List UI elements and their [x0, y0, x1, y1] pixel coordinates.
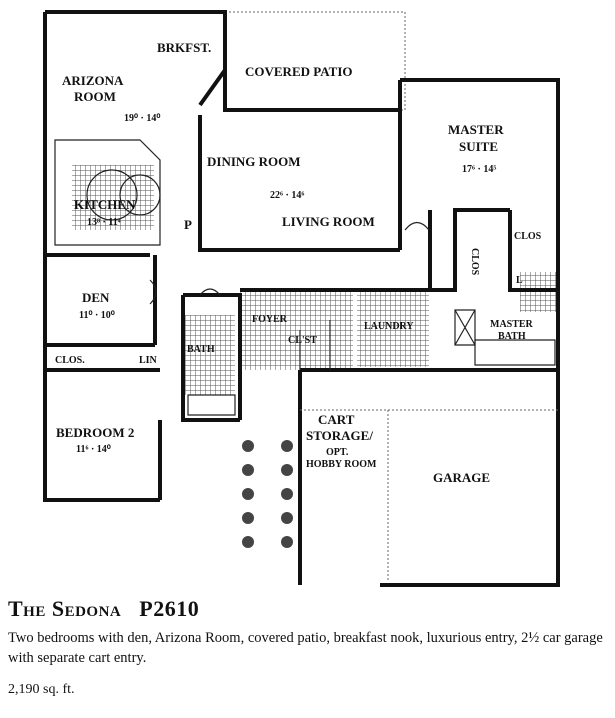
- plan-name: The Sedona: [8, 596, 122, 621]
- label-bath: BATH: [187, 344, 215, 355]
- label-brkfst: BRKFST.: [157, 40, 211, 55]
- label-covered-patio: COVERED PATIO: [245, 64, 353, 79]
- kitchen-floor: [72, 165, 154, 230]
- foyer-floor: [238, 292, 353, 370]
- label-linen: LIN: [139, 355, 158, 366]
- label-cart-storage-2: STORAGE/: [306, 428, 373, 443]
- label-dining-room: DINING ROOM: [207, 154, 301, 169]
- label-walk-closet: CLOS: [469, 248, 480, 276]
- plan-number: P2610: [139, 596, 200, 621]
- label-wc: L: [516, 275, 523, 286]
- label-foyer: FOYER: [252, 314, 288, 325]
- plan-square-footage: 2,190 sq. ft.: [8, 682, 75, 697]
- label-hall-closet: CLOS.: [55, 355, 85, 366]
- dim-dining-living: 22⁶ · 14⁶: [270, 190, 304, 201]
- floor-plan: BRKFST. COVERED PATIO ARIZONA ROOM 19⁰ ·…: [43, 10, 560, 587]
- label-bedroom-2: BEDROOM 2: [56, 425, 134, 440]
- covered-patio-area: [224, 11, 406, 111]
- walls: [43, 10, 560, 587]
- dim-bedroom-2: 11⁶ · 14⁰: [76, 444, 111, 455]
- label-master-closet: CLOS: [514, 231, 542, 242]
- label-master-bath: MASTER: [490, 319, 534, 330]
- label-kitchen: KITCHEN: [74, 197, 136, 212]
- label-arizona-room-2: ROOM: [74, 89, 116, 104]
- label-laundry: LAUNDRY: [364, 321, 414, 332]
- plan-description: Two bedrooms with den, Arizona Room, cov…: [8, 630, 603, 666]
- label-closet-foyer: CL'ST: [288, 335, 317, 346]
- label-master-suite-2: SUITE: [459, 139, 498, 154]
- label-pantry: P: [184, 217, 192, 232]
- label-garage: GARAGE: [433, 470, 490, 485]
- dim-master-suite: 17⁶ · 14⁵: [462, 164, 496, 175]
- label-living-room: LIVING ROOM: [282, 214, 375, 229]
- dim-arizona-room: 19⁰ · 14⁰: [124, 113, 160, 124]
- details: [54, 139, 558, 580]
- laundry-floor: [357, 292, 429, 367]
- label-arizona-room: ARIZONA: [62, 73, 124, 88]
- label-cart-storage: CART: [318, 412, 355, 427]
- label-cart-storage-3: OPT.: [326, 447, 349, 458]
- dim-den: 11⁰ · 10⁰: [79, 310, 115, 321]
- label-hobby-room: HOBBY ROOM: [306, 459, 377, 470]
- label-den: DEN: [82, 290, 110, 305]
- plan-title: The Sedona P2610: [8, 596, 199, 622]
- dim-kitchen: 13⁸ · 11⁴: [87, 217, 121, 228]
- landscape-shrubs: [242, 440, 293, 548]
- label-master-bath-2: BATH: [498, 331, 526, 342]
- bath-floor: [185, 315, 235, 395]
- label-master-suite: MASTER: [448, 122, 504, 137]
